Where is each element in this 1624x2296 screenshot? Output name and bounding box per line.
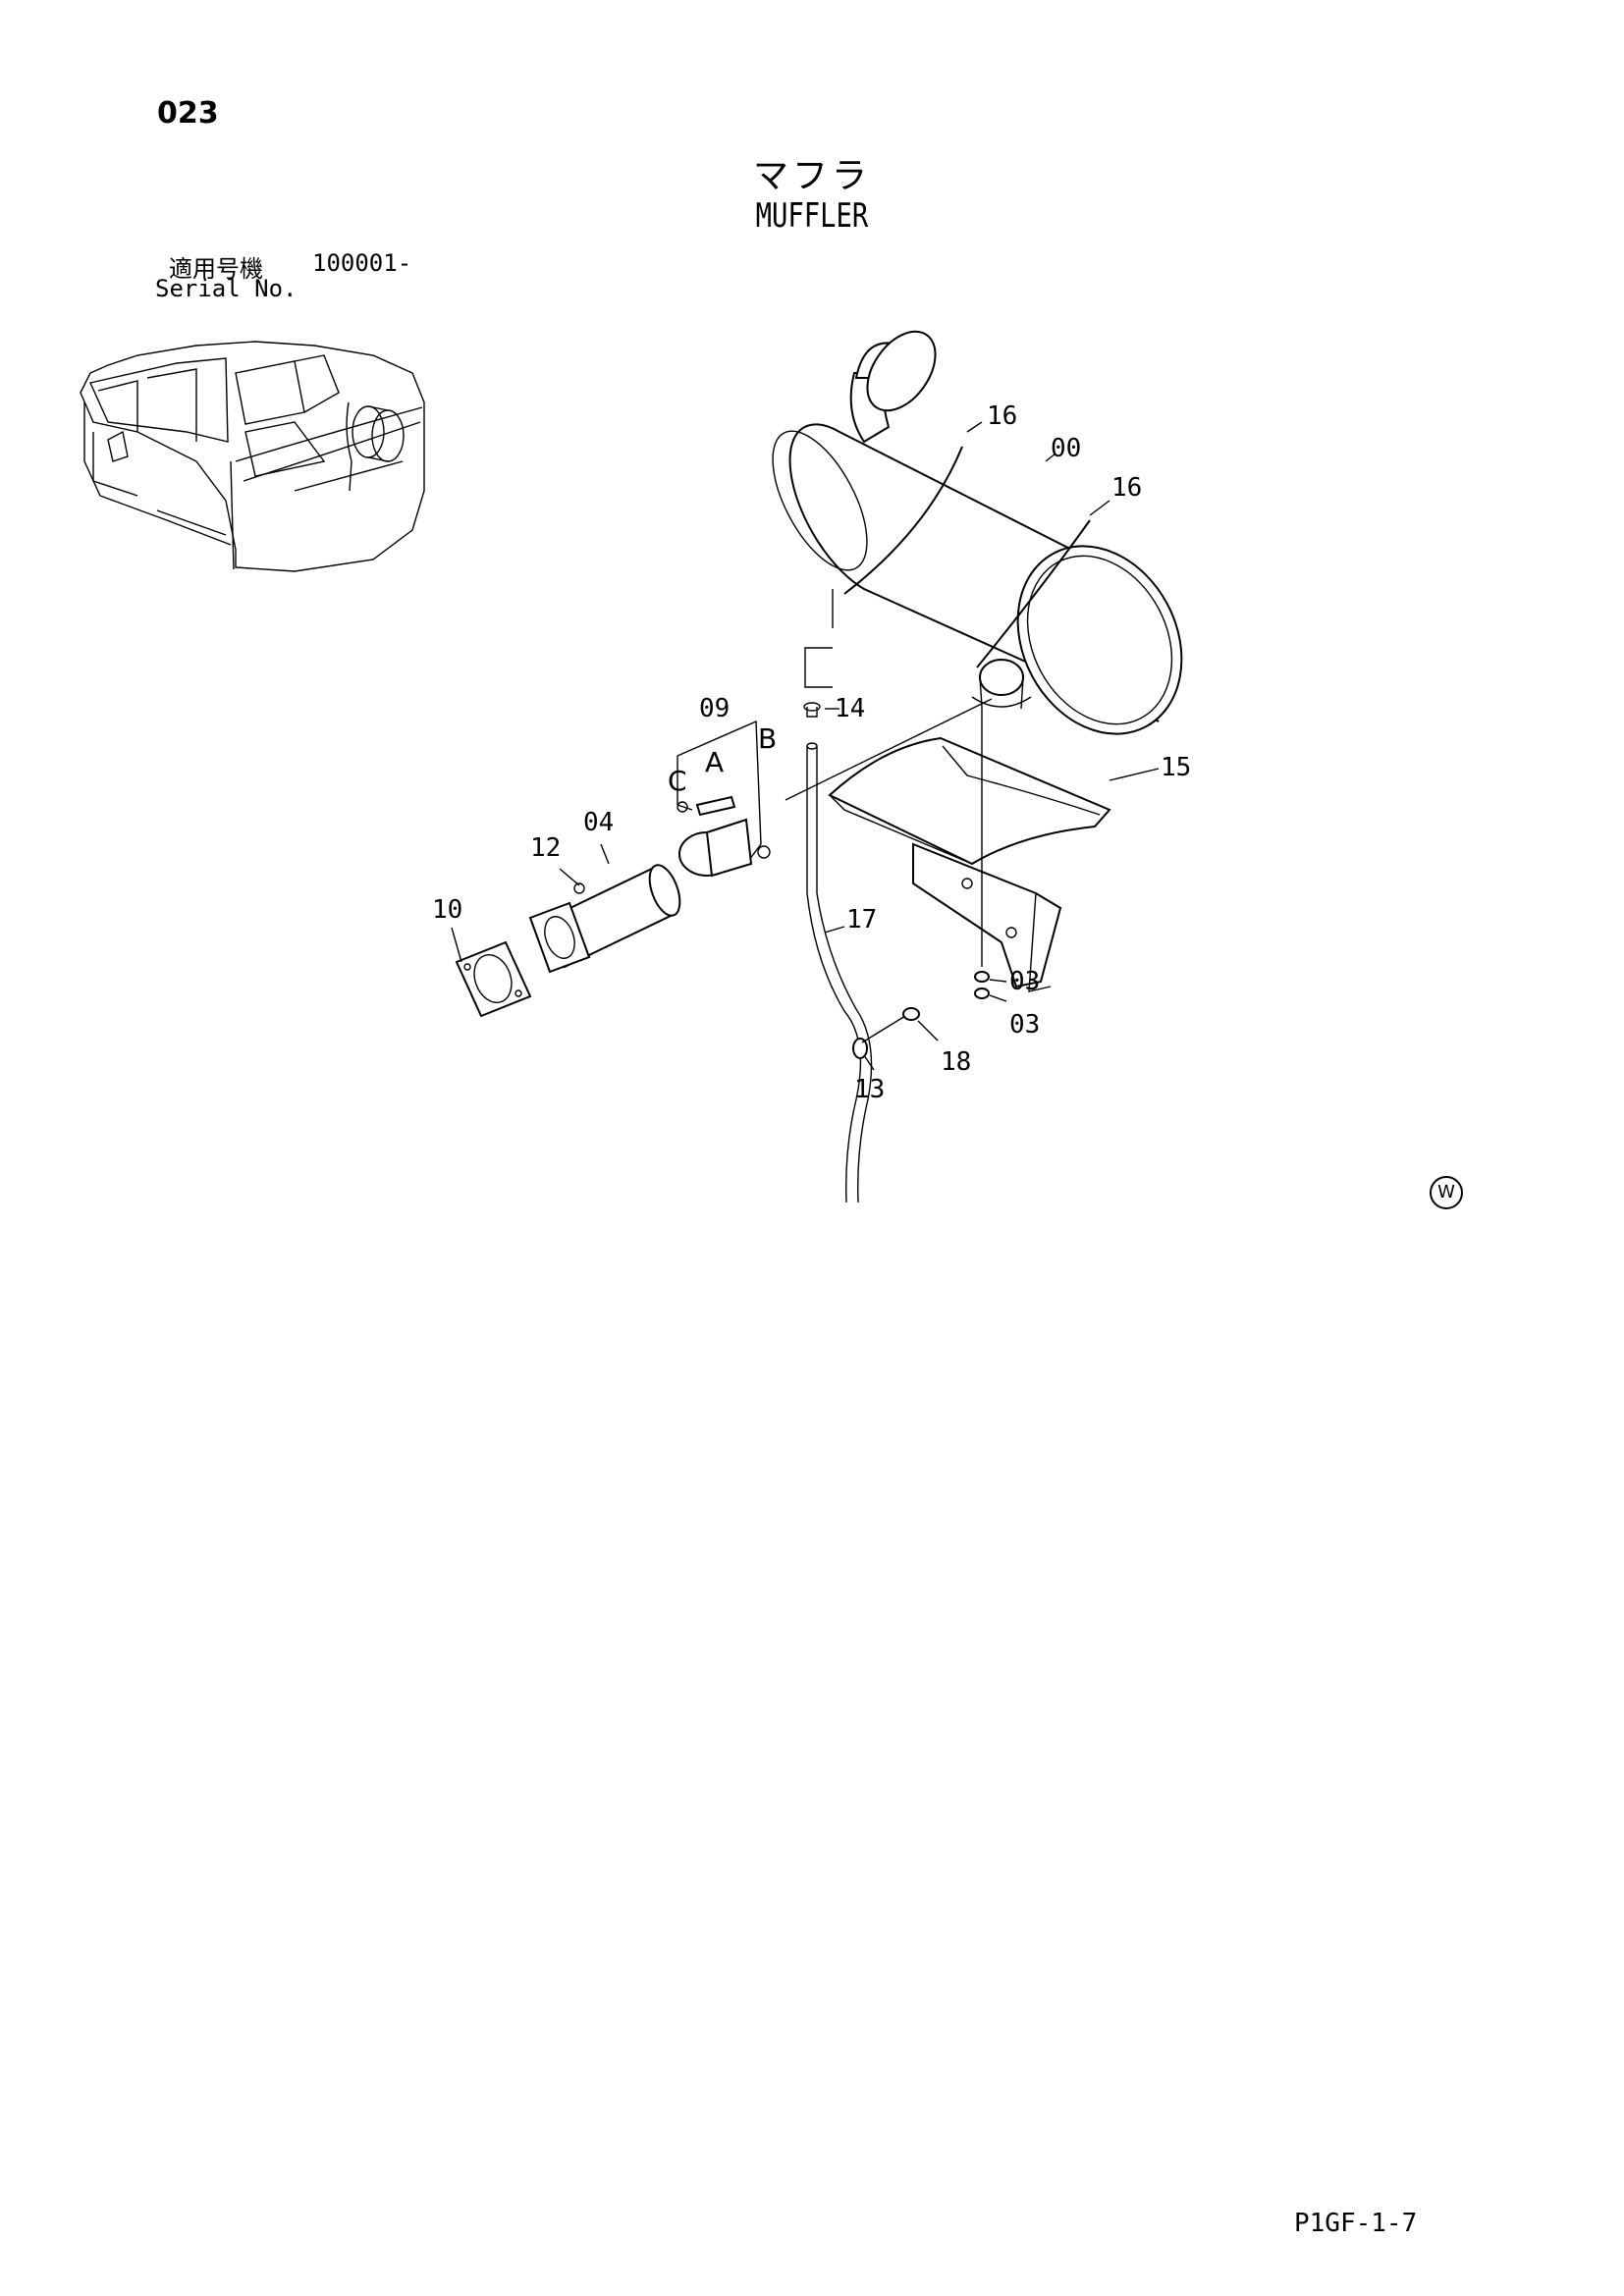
nuts-03	[974, 971, 990, 999]
callout-13: 13	[854, 1075, 885, 1104]
gasket-10	[455, 940, 532, 1018]
callout-12: 12	[530, 833, 561, 863]
callout-10: 10	[432, 895, 462, 925]
excavator-overview-illustration	[80, 341, 425, 572]
serial-label-japanese: 適用号機	[169, 255, 263, 283]
callout-14: 14	[835, 694, 865, 723]
callout-16-right: 16	[1111, 473, 1142, 503]
callout-03-lower: 03	[1009, 1010, 1040, 1040]
title-english: MUFFLER	[755, 196, 869, 236]
callout-17: 17	[846, 905, 877, 934]
callout-a: A	[705, 746, 724, 778]
bolt-14	[803, 702, 821, 718]
bolt-18	[861, 1007, 920, 1043]
callout-16-top: 16	[987, 401, 1017, 431]
callout-18: 18	[941, 1047, 971, 1077]
bracket-15	[828, 736, 1111, 992]
serial-label-english: Serial No.	[155, 275, 298, 302]
watermark-mark: W	[1430, 1176, 1463, 1209]
callout-00: 00	[1051, 434, 1081, 463]
serial-range: 100001-	[312, 249, 412, 277]
page-number: 023	[157, 96, 219, 131]
muffler-00	[772, 330, 1183, 735]
clamp-09	[677, 720, 771, 878]
callout-09: 09	[699, 694, 730, 723]
leader-lines	[451, 421, 1160, 1071]
callout-04: 04	[583, 808, 614, 837]
callout-15: 15	[1161, 753, 1191, 782]
rod-17	[806, 742, 873, 1203]
callout-b: B	[758, 722, 777, 755]
title-japanese: マフラ	[752, 156, 871, 196]
muffler-exploded-diagram: 16 00 16 09 14 B A C 15 04 12 10 17 03 0…	[80, 330, 1191, 1203]
footer-code: P1GF-1-7	[1294, 2209, 1418, 2238]
pipe-04	[528, 864, 681, 974]
callout-c: C	[668, 765, 687, 797]
callout-03-upper: 03	[1009, 967, 1040, 996]
